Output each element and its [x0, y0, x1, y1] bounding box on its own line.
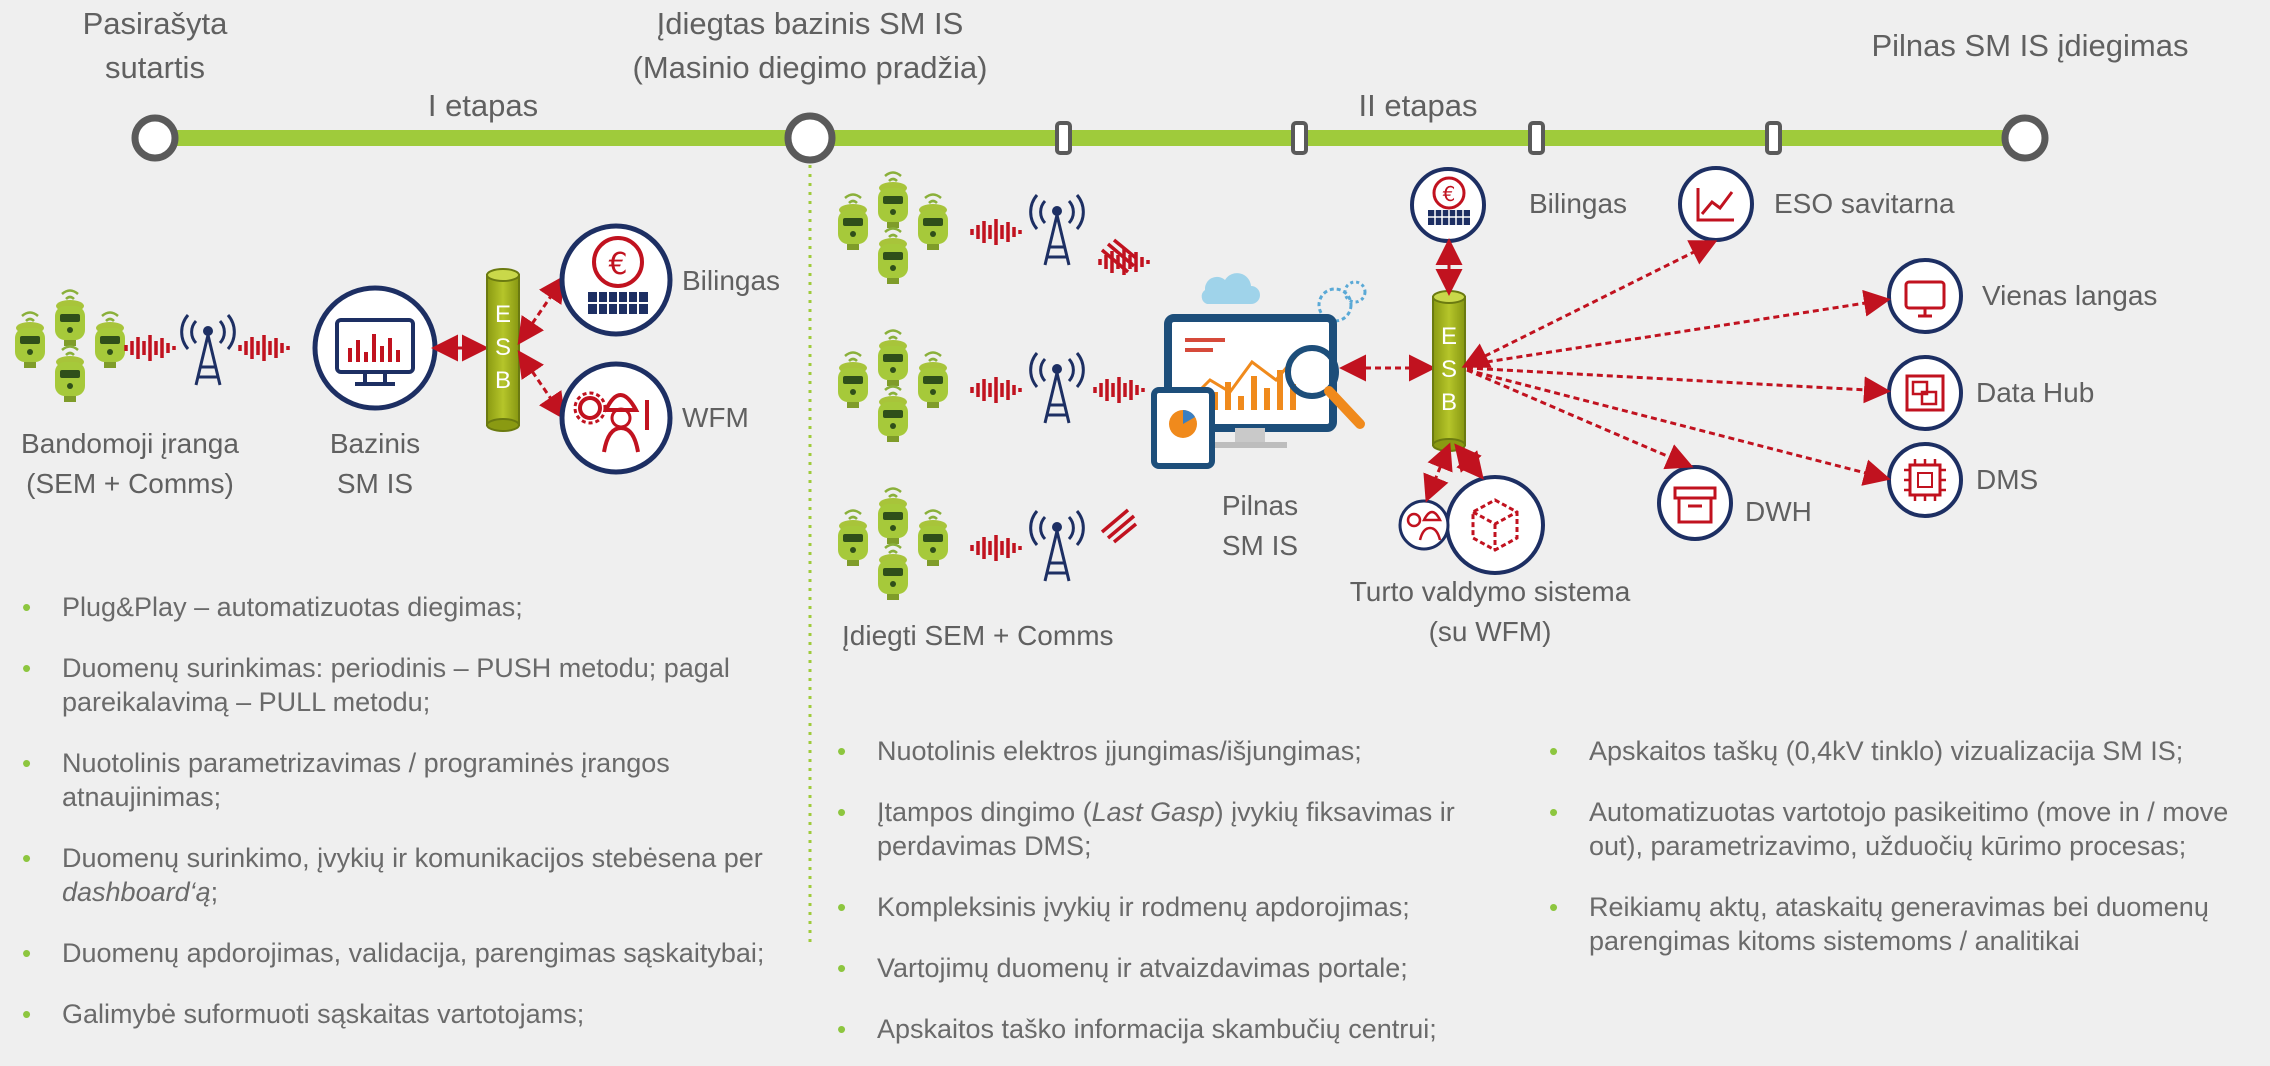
dms-label: DMS [1976, 464, 2039, 495]
single-window-icon [1887, 258, 1963, 334]
self-service-label: ESO savitarna [1774, 188, 1955, 219]
esb-letter: S [1440, 356, 1457, 383]
signal-wave-icon [1100, 508, 1138, 544]
esb-letter: E [494, 301, 511, 328]
esb-letter: B [1440, 389, 1457, 416]
installed-sem-label: Įdiegti SEM + Comms [842, 620, 1114, 651]
signal-wave-icon [1100, 238, 1138, 274]
list-item: Duomenų apdorojimas, validacija, parengi… [10, 936, 780, 970]
milestone-node-3 [2001, 114, 2049, 162]
signal-wave-icon [1093, 375, 1145, 405]
milestone-base-smis: Įdiegtas bazinis SM IS (Masinio diegimo … [632, 6, 988, 85]
milestone-node-1 [131, 114, 179, 162]
billing-stage2-label: Bilingas [1529, 188, 1628, 219]
full-smis-illustration [1151, 273, 1367, 469]
list-item: Apskaitos taškų (0,4kV tinklo) vizualiza… [1537, 734, 2262, 768]
esb-label-stage2: E S B [1433, 320, 1465, 419]
list-item: Automatizuotas vartotojo pasikeitimo (mo… [1537, 795, 2262, 863]
antenna-tower-icon [1029, 509, 1085, 583]
full-smis-label: Pilnas SM IS [1221, 490, 1299, 561]
tick-marker [1291, 121, 1308, 155]
stage2-meters-icon [838, 489, 948, 601]
dwh-icon [1657, 465, 1733, 541]
stage2-meters-icon [838, 173, 948, 285]
list-item: Plug&Play – automatizuotas diegimas; [10, 590, 780, 624]
signal-wave-icon [238, 333, 290, 363]
billing-icon: € [559, 223, 673, 337]
antenna-tower-icon [1029, 193, 1085, 267]
esb-letter: B [494, 367, 511, 394]
self-service-icon [1678, 166, 1754, 242]
milestone-full-smis: Pilnas SM IS įdiegimas [1871, 28, 2189, 63]
connector-arrow [517, 350, 566, 420]
asset-management-icon [1445, 475, 1545, 575]
timeline [131, 112, 2049, 164]
single-window-label: Vienas langas [1982, 280, 2158, 311]
stage1-meters-icon [15, 291, 125, 403]
list-item: Vartojimų duomenų ir atvaizdavimas porta… [825, 951, 1535, 985]
dwh-label: DWH [1745, 496, 1812, 527]
stage2-bullets-right: Apskaitos taškų (0,4kV tinklo) vizualiza… [1537, 734, 2262, 958]
tick-marker [1055, 121, 1072, 155]
stage2-bullets-left: Nuotolinis elektros įjungimas/išjungimas… [825, 734, 1535, 1046]
base-smis-label: Bazinis SM IS [329, 428, 421, 499]
data-hub-label: Data Hub [1976, 377, 2095, 408]
list-item: Nuotolinis parametrizavimas / programinė… [10, 746, 780, 814]
esb-connections [1423, 240, 1891, 503]
list-item: Kompleksinis įvykių ir rodmenų apdorojim… [825, 890, 1535, 924]
list-item: Duomenų surinkimo, įvykių ir komunikacij… [10, 841, 780, 909]
wfm-label: WFM [682, 402, 749, 433]
antenna-tower-icon [180, 313, 236, 387]
signal-wave-icon [124, 333, 176, 363]
milestone-signed-contract: Pasirašyta sutartis [82, 6, 228, 85]
list-item: Nuotolinis elektros įjungimas/išjungimas… [825, 734, 1535, 768]
billing-label: Bilingas [682, 265, 781, 296]
tick-marker [1765, 121, 1782, 155]
esb-letter: S [494, 334, 511, 361]
stage2-meters-icon [838, 331, 948, 443]
tick-marker [1528, 121, 1545, 155]
wfm-small-icon [1398, 499, 1450, 551]
test-equipment-label: Bandomoji įranga (SEM + Comms) [21, 428, 239, 499]
antenna-tower-icon [1029, 351, 1085, 425]
list-item: Įtampos dingimo (Last Gasp) įvykių fiksa… [825, 795, 1535, 863]
stage1-bullets: Plug&Play – automatizuotas diegimas; Duo… [10, 590, 780, 1031]
wfm-icon [559, 361, 673, 475]
connector-arrow [517, 275, 566, 345]
signal-wave-icon [970, 375, 1022, 405]
stage1-label: I etapas [427, 88, 539, 123]
stage2-label: II etapas [1358, 88, 1478, 123]
billing-icon: € [1410, 167, 1486, 243]
svg-text:€: € [1443, 182, 1456, 206]
dms-icon [1887, 442, 1963, 518]
esb-letter: E [1440, 323, 1457, 350]
base-smis-icon [312, 285, 438, 411]
list-item: Galimybė suformuoti sąskaitas vartotojam… [10, 997, 780, 1031]
milestone-node-2 [784, 112, 836, 164]
esb-label-stage1: E S B [487, 298, 519, 397]
signal-wave-icon [970, 217, 1022, 247]
svg-text:€: € [608, 247, 627, 282]
list-item: Reikiamų aktų, ataskaitų generavimas bei… [1537, 890, 2262, 958]
asset-management-label: Turto valdymo sistema (su WFM) [1349, 576, 1631, 647]
list-item: Duomenų surinkimas: periodinis – PUSH me… [10, 651, 780, 719]
signal-wave-icon [970, 533, 1022, 563]
list-item: Apskaitos taško informacija skambučių ce… [825, 1012, 1535, 1046]
esb-cylinder-stage1 [486, 268, 520, 432]
data-hub-icon [1887, 355, 1963, 431]
